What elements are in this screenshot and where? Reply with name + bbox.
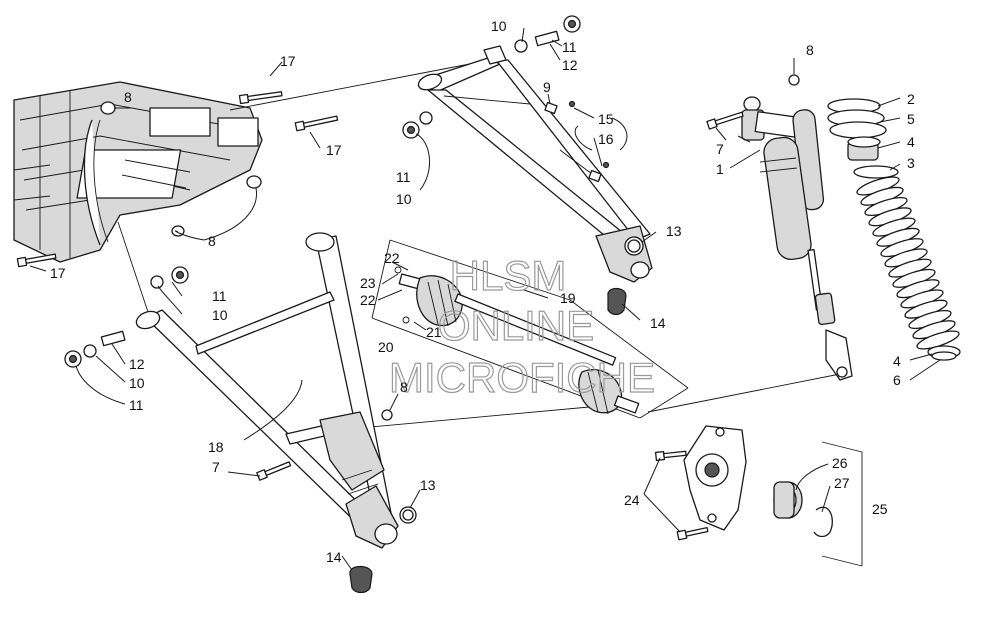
callout-6: 6 bbox=[893, 372, 901, 388]
callout-26: 26 bbox=[832, 455, 848, 471]
callout-12: 12 bbox=[562, 57, 578, 73]
callout-9: 9 bbox=[543, 79, 551, 95]
callout-19: 19 bbox=[560, 290, 576, 306]
callout-24: 24 bbox=[624, 492, 640, 508]
lower-a-arm bbox=[135, 232, 399, 549]
callout-8: 8 bbox=[400, 379, 408, 395]
callout-3: 3 bbox=[907, 155, 915, 171]
watermark-line-1: HLSM bbox=[450, 252, 567, 299]
watermark: HLSM ONLINE MICROFICHE bbox=[388, 251, 655, 401]
callout-1: 1 bbox=[716, 161, 724, 177]
callout-22: 22 bbox=[384, 250, 400, 266]
callout-27: 27 bbox=[834, 475, 850, 491]
callout-labels: 10 11 12 8 2 5 4 3 7 1 9 15 16 17 17 17 … bbox=[50, 18, 915, 565]
watermark-line-3: MICROFICHE bbox=[389, 354, 655, 401]
upper-a-arm bbox=[417, 45, 653, 283]
lower-arm-hardware bbox=[64, 266, 417, 594]
callout-20: 20 bbox=[378, 339, 394, 355]
watermark-line-2: ONLINE bbox=[438, 302, 594, 349]
frame-section bbox=[13, 81, 263, 263]
callout-7: 7 bbox=[716, 141, 724, 157]
callout-15: 15 bbox=[598, 111, 614, 127]
callout-10: 10 bbox=[491, 18, 507, 34]
upper-arm-hardware bbox=[402, 15, 644, 316]
callout-8: 8 bbox=[806, 42, 814, 58]
callout-11: 11 bbox=[212, 288, 227, 304]
callout-14: 14 bbox=[326, 549, 342, 565]
callout-5: 5 bbox=[907, 111, 915, 127]
callout-4: 4 bbox=[907, 134, 915, 150]
coil-spring bbox=[856, 176, 960, 350]
callout-12: 12 bbox=[129, 356, 145, 372]
callout-4: 4 bbox=[893, 353, 901, 369]
callout-13: 13 bbox=[420, 477, 436, 493]
spring-stack bbox=[827, 98, 961, 361]
callout-10: 10 bbox=[396, 191, 412, 207]
callout-17: 17 bbox=[280, 53, 296, 69]
projection-lines bbox=[117, 61, 841, 429]
callout-8: 8 bbox=[208, 233, 216, 249]
callout-10: 10 bbox=[212, 307, 228, 323]
callout-10: 10 bbox=[129, 375, 145, 391]
callout-7: 7 bbox=[212, 459, 220, 475]
callout-17: 17 bbox=[326, 142, 342, 158]
callout-11: 11 bbox=[129, 397, 144, 413]
shock-absorber bbox=[706, 74, 853, 381]
callout-25: 25 bbox=[872, 501, 888, 517]
callout-13: 13 bbox=[666, 223, 682, 239]
callout-21: 21 bbox=[426, 324, 442, 340]
callout-18: 18 bbox=[208, 439, 224, 455]
callout-11: 11 bbox=[562, 39, 577, 55]
frame-bolts bbox=[16, 91, 339, 268]
callout-11: 11 bbox=[396, 169, 411, 185]
callout-22: 22 bbox=[360, 292, 376, 308]
drive-axle bbox=[371, 239, 689, 419]
callout-16: 16 bbox=[598, 131, 614, 147]
leader-lines bbox=[29, 27, 941, 571]
callout-23: 23 bbox=[360, 275, 376, 291]
callout-17: 17 bbox=[50, 265, 66, 281]
callout-2: 2 bbox=[907, 91, 915, 107]
callout-14: 14 bbox=[650, 315, 666, 331]
callout-8: 8 bbox=[124, 89, 132, 105]
steering-knuckle bbox=[654, 425, 863, 567]
